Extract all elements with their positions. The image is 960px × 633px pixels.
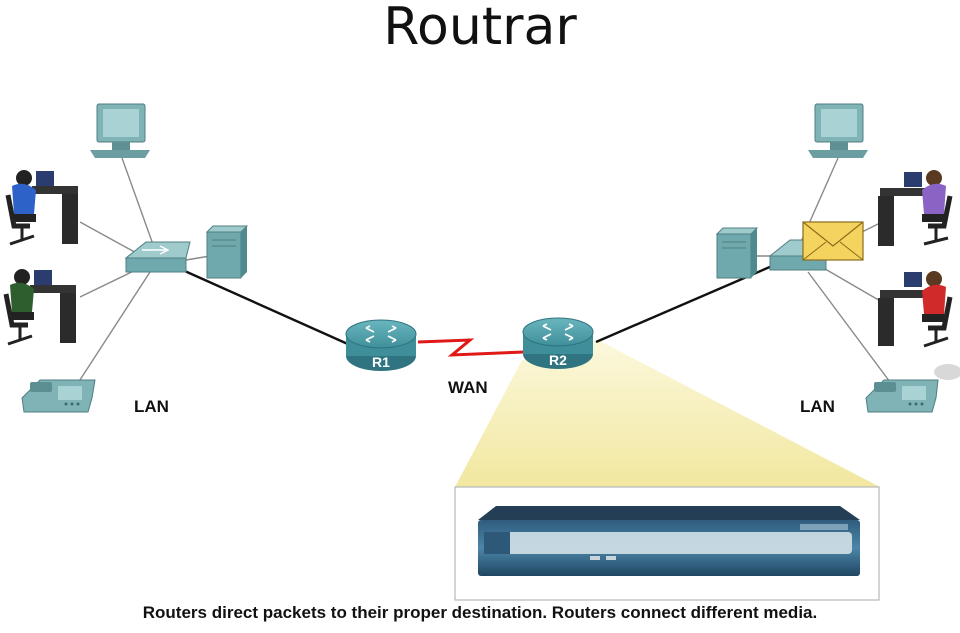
left-lan-links <box>77 157 211 384</box>
lan-link-left <box>177 266 351 347</box>
lan-right-label: LAN <box>800 397 835 416</box>
server-icon <box>715 227 759 279</box>
computer-icon <box>90 103 150 158</box>
lan-link-right <box>595 264 773 344</box>
router-icon <box>522 317 594 369</box>
person-at-workstation-icon <box>878 271 953 348</box>
person-at-workstation-icon <box>5 170 78 246</box>
wan-link <box>417 338 525 357</box>
ip-phone-icon <box>21 379 96 413</box>
lan-left-label: LAN <box>134 397 169 416</box>
shadow <box>934 364 960 380</box>
zoom-spotlight <box>455 340 880 487</box>
ip-phone-icon <box>865 379 939 413</box>
person-at-workstation-icon <box>3 269 76 346</box>
wan-label: WAN <box>448 378 488 397</box>
person-at-workstation-icon <box>878 170 953 246</box>
router-icon <box>345 319 417 371</box>
computer-icon <box>808 103 868 158</box>
router-r1-label: R1 <box>372 354 390 370</box>
diagram-caption: Routers direct packets to their proper d… <box>142 603 818 622</box>
switch-icon <box>124 241 191 273</box>
server-icon <box>205 225 249 279</box>
slide-title: Routrar <box>383 0 577 57</box>
router-hardware-icon <box>478 506 860 576</box>
router-r2-label: R2 <box>549 352 567 368</box>
envelope-icon <box>802 221 864 261</box>
